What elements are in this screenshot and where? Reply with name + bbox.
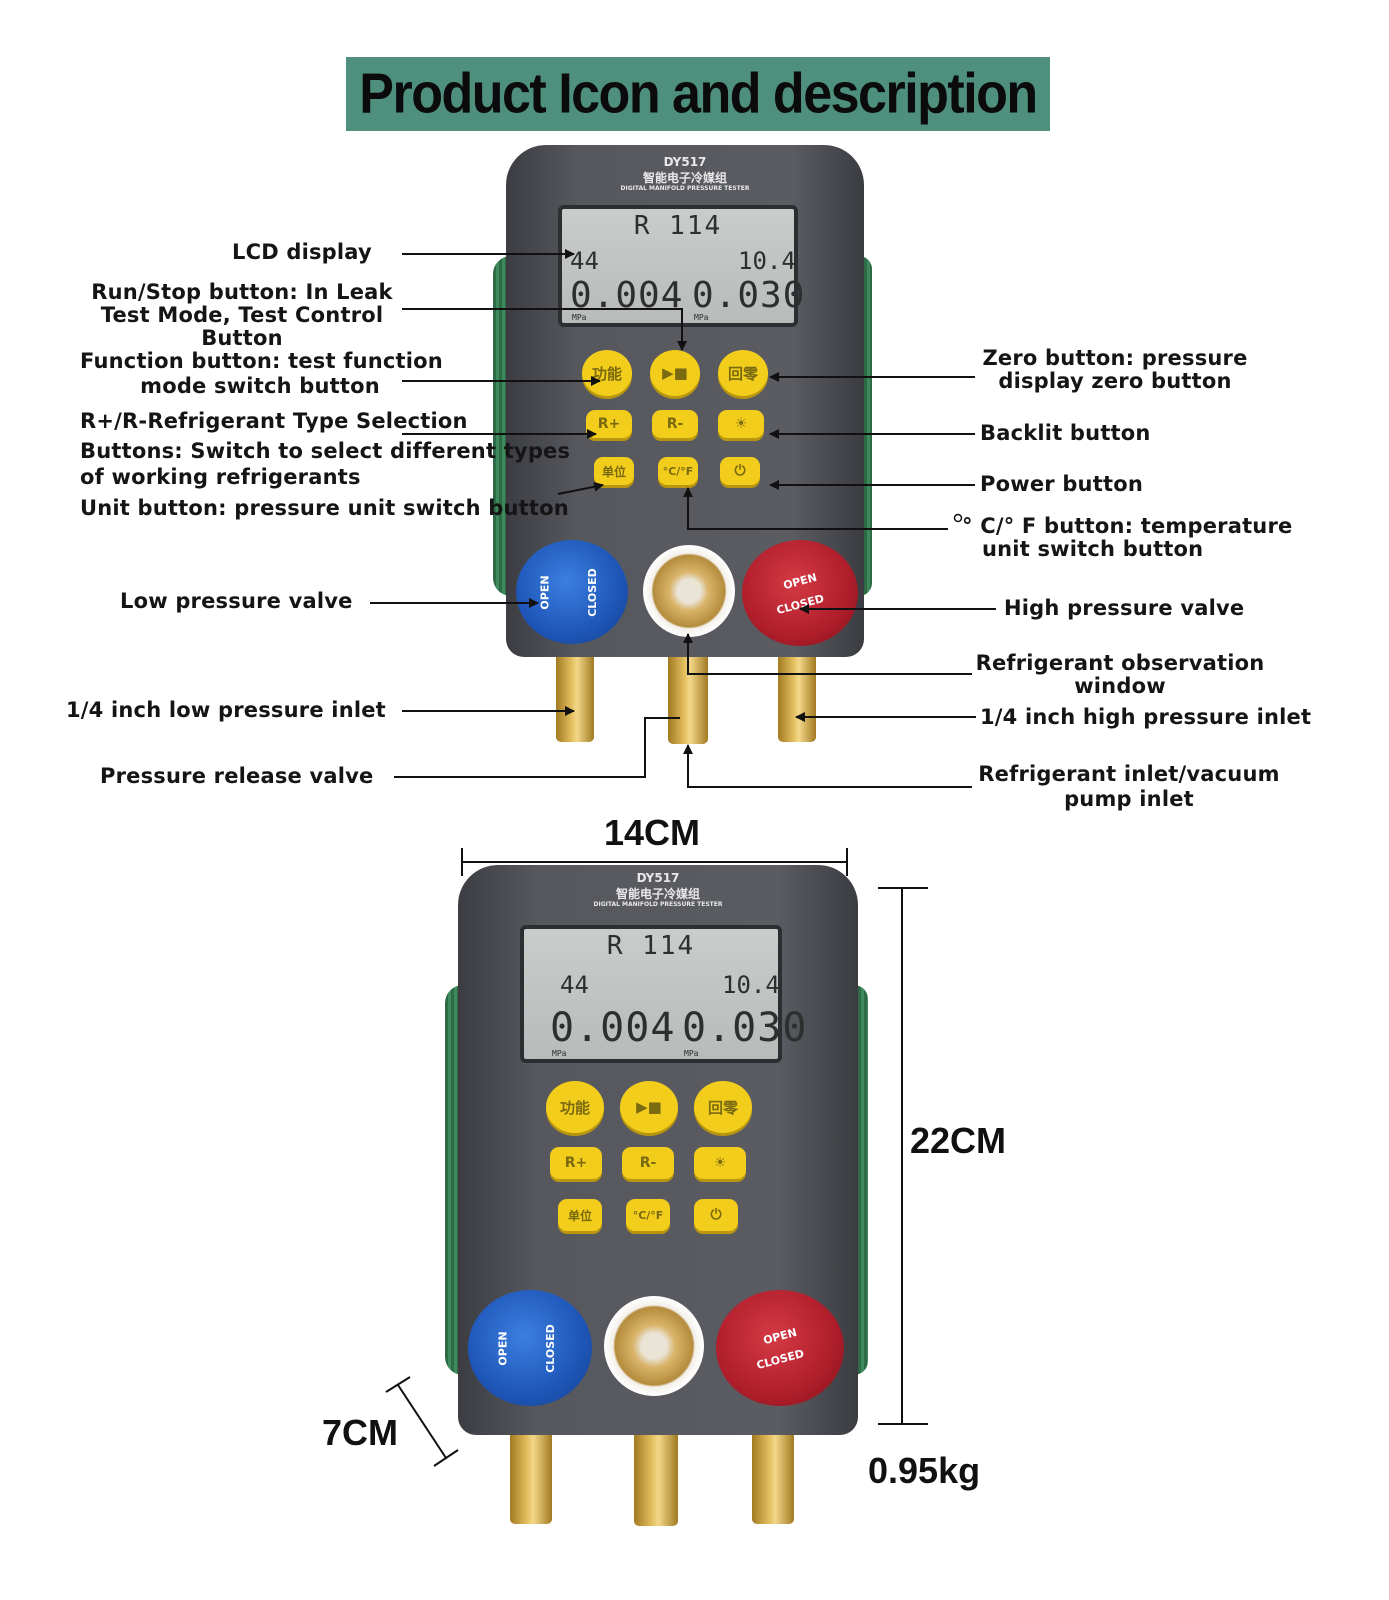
callout-cf xyxy=(683,487,948,530)
lcd-pressure-right: 0.030 xyxy=(682,1005,808,1051)
cf-button[interactable]: °C/°F xyxy=(626,1199,670,1231)
backlight-button[interactable]: ☀ xyxy=(718,410,764,438)
width-label: 14CM xyxy=(604,812,701,853)
center-inlet-port xyxy=(634,1430,678,1526)
lcd-refrigerant: R 114 xyxy=(606,931,696,961)
callout-release xyxy=(394,717,680,778)
label-high-pressure-inlet: 1/4 inch high pressure inlet xyxy=(980,705,1312,729)
product-name-en: DIGITAL MANIFOLD PRESSURE TESTER xyxy=(620,185,750,192)
low-pressure-knob[interactable]: OPEN CLOSED xyxy=(468,1290,592,1406)
low-pressure-knob[interactable]: OPEN CLOSED xyxy=(516,540,628,644)
low-pressure-inlet-port xyxy=(556,652,594,742)
label-line: Refrigerant inlet/vacuum xyxy=(978,762,1280,786)
label-line: Refrigerant observation xyxy=(975,651,1265,675)
lcd-unit-right: MPa xyxy=(684,1049,699,1058)
label-backlit-button: Backlit button xyxy=(980,421,1151,445)
lcd-unit-left: MPa xyxy=(572,313,587,322)
label-pressure-release-valve: Pressure release valve xyxy=(100,764,374,788)
lcd-pressure-left: 0.004 xyxy=(550,1005,676,1051)
lcd-display: R 114 44 10.4 0.004 0.030 MPa MPa xyxy=(558,205,804,327)
label-zero-button: Zero button: pressure display zero butto… xyxy=(975,347,1255,393)
high-pressure-knob[interactable]: OPEN CLOSED xyxy=(742,540,858,646)
label-line: Run/Stop button: In Leak xyxy=(91,280,393,304)
callout-unit xyxy=(557,481,604,495)
label-line: window xyxy=(1074,674,1166,698)
lcd-unit-left: MPa xyxy=(552,1049,567,1058)
lcd-refrigerant: R 114 xyxy=(633,211,723,241)
lcd-temp-right: 10.4 xyxy=(738,247,796,275)
product-name-cn: 智能电子冷媒组 xyxy=(615,887,700,901)
function-button[interactable]: 功能 xyxy=(546,1081,604,1133)
lcd-display: R 114 44 10.4 0.004 0.030 MPa MPa xyxy=(520,925,806,1063)
unit-button[interactable]: 单位 xyxy=(558,1199,602,1231)
label-line: ° C/° F button: temperature xyxy=(962,514,1293,538)
label-line: R+/R-Refrigerant Type Selection xyxy=(80,409,468,433)
label-run-stop: Run/Stop button: In Leak Test Mode, Test… xyxy=(82,281,402,350)
callout-run-stop xyxy=(402,308,687,351)
lcd-temp-left: 44 xyxy=(560,971,589,999)
label-cf-button: ° C/° F button: temperature unit switch … xyxy=(962,515,1292,561)
high-pressure-knob[interactable]: OPEN CLOSED xyxy=(716,1290,844,1406)
label-high-pressure-valve: High pressure valve xyxy=(1004,596,1245,620)
power-button[interactable]: ⏻ xyxy=(720,457,760,485)
label-observation-window: Refrigerant observation window xyxy=(970,652,1270,698)
lcd-unit-right: MPa xyxy=(694,313,709,322)
cf-button[interactable]: °C/°F xyxy=(658,457,698,485)
label-line: mode switch button xyxy=(140,374,380,398)
callout-vacuum xyxy=(683,744,972,788)
high-pressure-inlet-port xyxy=(778,652,816,742)
zero-button[interactable]: 回零 xyxy=(718,350,768,396)
lcd-temp-right: 10.4 xyxy=(722,971,780,999)
height-label: 22CM xyxy=(910,1120,1007,1161)
label-refrigerant-type: R+/R-Refrigerant Type Selection Buttons:… xyxy=(80,410,570,489)
refrigerant-sight-glass xyxy=(604,1296,704,1396)
r-minus-button[interactable]: R- xyxy=(622,1147,674,1179)
label-line: unit switch button xyxy=(982,537,1204,561)
label-lcd-display: LCD display xyxy=(232,240,372,264)
label-function: Function button: test function mode swit… xyxy=(80,349,443,398)
label-low-pressure-valve: Low pressure valve xyxy=(120,589,353,613)
r-plus-button[interactable]: R+ xyxy=(586,410,632,438)
r-plus-button[interactable]: R+ xyxy=(550,1147,602,1179)
label-line: Buttons: Switch to select different type… xyxy=(80,439,571,463)
label-power-button: Power button xyxy=(980,472,1143,496)
label-line: Button xyxy=(201,326,283,350)
zero-button[interactable]: 回零 xyxy=(694,1081,752,1133)
product-name-cn: 智能电子冷媒组 xyxy=(642,171,727,185)
label-line: of working refrigerants xyxy=(80,465,361,489)
label-low-pressure-inlet: 1/4 inch low pressure inlet xyxy=(66,698,386,722)
power-button[interactable]: ⏻ xyxy=(694,1199,738,1231)
label-line: Zero button: pressure xyxy=(982,346,1248,370)
unit-button[interactable]: 单位 xyxy=(594,457,634,485)
r-minus-button[interactable]: R- xyxy=(652,410,698,438)
page-title: Product Icon and description xyxy=(359,62,1038,126)
backlight-button[interactable]: ☀ xyxy=(694,1147,746,1179)
low-pressure-inlet-port xyxy=(510,1430,552,1524)
callout-observation xyxy=(683,633,972,675)
weight-label: 0.95kg xyxy=(868,1450,981,1491)
product-name-en: DIGITAL MANIFOLD PRESSURE TESTER xyxy=(593,901,723,908)
label-line: Test Mode, Test Control xyxy=(100,303,384,327)
refrigerant-sight-glass xyxy=(643,545,735,637)
title-banner: Product Icon and description xyxy=(346,57,1050,131)
model-label: DY517 xyxy=(636,871,680,885)
depth-dimension-line xyxy=(397,1384,447,1459)
label-line: Function button: test function xyxy=(80,349,443,373)
model-label: DY517 xyxy=(663,155,707,169)
label-vacuum-inlet: Refrigerant inlet/vacuum pump inlet xyxy=(974,763,1284,811)
depth-label: 7CM xyxy=(322,1412,399,1453)
degree-dot xyxy=(953,513,963,523)
high-pressure-inlet-port xyxy=(752,1430,794,1524)
label-line: pump inlet xyxy=(1064,787,1194,811)
lcd-pressure-right: 0.030 xyxy=(692,275,806,316)
run-stop-button[interactable]: ▶■ xyxy=(620,1081,678,1133)
run-stop-button[interactable]: ▶■ xyxy=(650,350,700,396)
label-unit-button: Unit button: pressure unit switch button xyxy=(80,496,569,520)
label-line: display zero button xyxy=(998,369,1232,393)
